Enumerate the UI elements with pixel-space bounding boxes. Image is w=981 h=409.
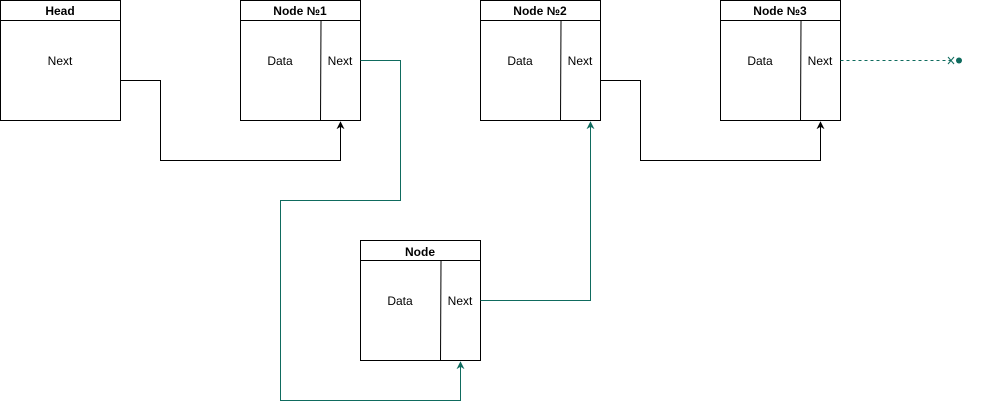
new-node-data-label: Data xyxy=(387,294,413,308)
head-next-label: Next xyxy=(48,54,73,68)
new-node-to-node2-link xyxy=(480,121,595,301)
node-2[interactable]: Node №2 Data Next xyxy=(480,0,601,121)
new-node-title: Node xyxy=(405,245,435,259)
node-1-title: Node №1 xyxy=(273,4,327,18)
node1-to-new-node-link xyxy=(280,60,465,401)
node3-null-link xyxy=(840,56,962,65)
node-1[interactable]: Node №1 Data Next xyxy=(240,0,361,121)
new-node[interactable]: Node Data Next xyxy=(360,240,481,361)
node-2-next-label: Next xyxy=(568,54,593,68)
node-1-data-label: Data xyxy=(267,54,293,68)
node2-to-node3-link xyxy=(600,80,825,161)
new-node-next-label: Next xyxy=(448,294,473,308)
null-terminator-dot xyxy=(956,57,962,64)
node-2-title: Node №2 xyxy=(513,4,567,18)
head-title: Head xyxy=(45,4,74,18)
node-3-next-label: Next xyxy=(808,54,833,68)
head-to-node1-link xyxy=(120,80,345,161)
head-node[interactable]: Head Next xyxy=(0,0,121,121)
node-3-title: Node №3 xyxy=(753,4,807,18)
node-2-data-label: Data xyxy=(507,54,533,68)
node-1-next-label: Next xyxy=(328,54,353,68)
node-3-data-label: Data xyxy=(747,54,773,68)
node-3[interactable]: Node №3 Data Next xyxy=(720,0,841,121)
